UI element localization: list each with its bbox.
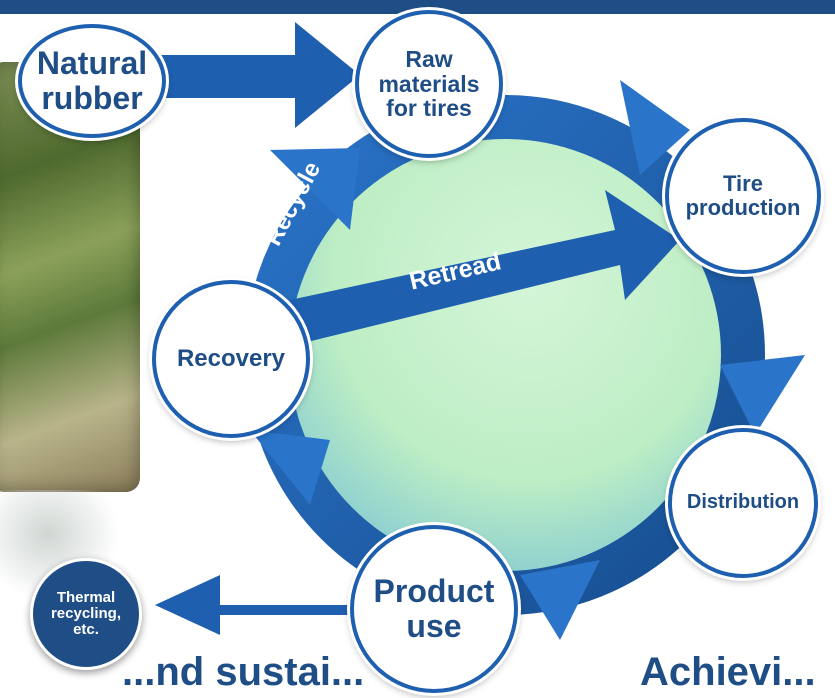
node-distribution: Distribution [668, 428, 818, 578]
ring-arrowhead-3 [520, 560, 600, 640]
supply-arrow [150, 22, 360, 128]
node-recovery: Recovery [152, 280, 310, 438]
ring-arrowhead-2 [720, 355, 805, 435]
recycle-arrowhead [270, 148, 360, 230]
node-raw-materials: Raw materials for tires [355, 10, 503, 158]
retread-arrow [290, 190, 680, 345]
thermal-arrow [155, 575, 365, 635]
node-natural-rubber: Natural rubber [18, 24, 166, 138]
tire-production-label: Tire production [685, 171, 801, 220]
bottom-text-right: Achievi... [640, 650, 816, 694]
ring-arrowhead-1 [620, 80, 690, 175]
distribution-label: Distribution [686, 491, 800, 514]
thermal-recycling-label: Thermal recycling, etc. [50, 589, 122, 638]
ring-arrowhead-4 [250, 430, 330, 505]
product-use-label: Product use [373, 573, 495, 644]
node-tire-production: Tire production [665, 118, 821, 274]
bottom-text-left: ...nd sustai... [122, 650, 365, 694]
raw-materials-label: Raw materials for tires [378, 45, 480, 122]
node-product-use: Product use [350, 525, 518, 693]
node-thermal-recycling: Thermal recycling, etc. [30, 558, 142, 670]
recovery-label: Recovery [176, 345, 286, 373]
header-bar [0, 0, 835, 14]
natural-rubber-label: Natural rubber [36, 45, 148, 116]
